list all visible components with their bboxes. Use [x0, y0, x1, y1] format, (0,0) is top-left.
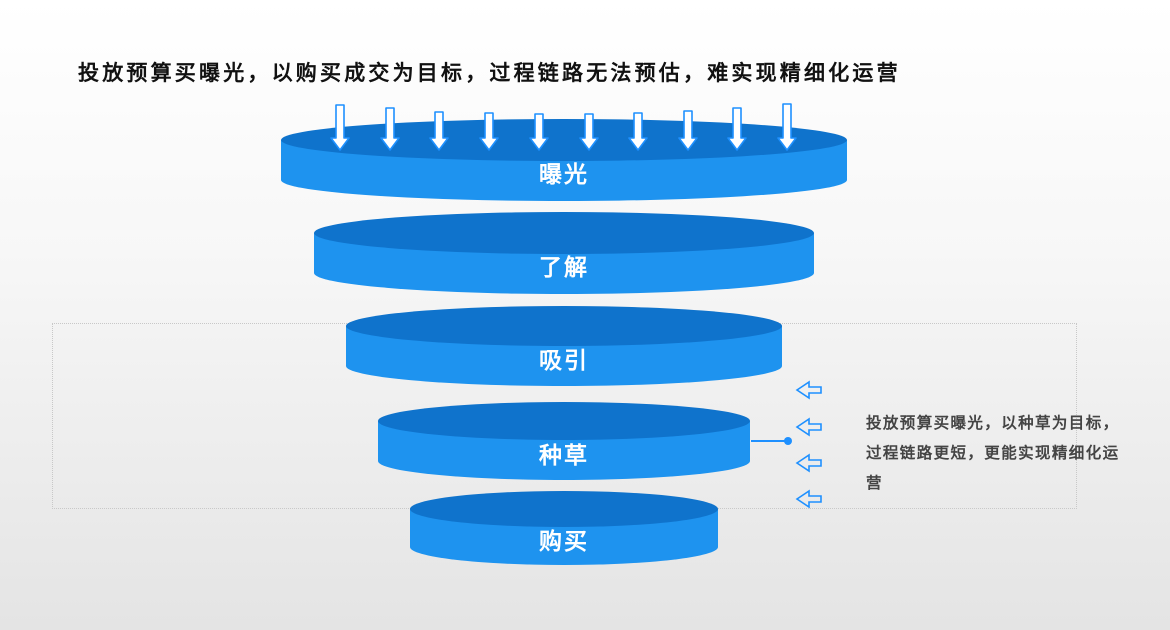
funnel-layer-exposure: 曝光 [281, 119, 847, 201]
page-title: 投放预算买曝光，以购买成交为目标，过程链路无法预估，难实现精细化运营 [78, 61, 901, 85]
funnel-layer-seeding: 种草 [378, 402, 750, 480]
funnel-layer-attraction: 吸引 [346, 306, 782, 386]
down-arrow-icon [479, 112, 499, 151]
down-arrow-icon [330, 104, 350, 151]
down-arrow-icon [628, 112, 648, 151]
down-arrow-icon [429, 111, 449, 151]
down-arrow-icon [380, 107, 400, 151]
connector-dot [784, 437, 792, 445]
down-arrow-icon [678, 110, 698, 151]
down-arrow-icon [529, 113, 549, 151]
funnel-layer-label: 曝光 [539, 162, 589, 188]
down-arrow-icon [777, 103, 797, 151]
funnel-layer-awareness: 了解 [314, 212, 814, 294]
funnel-layer-top [410, 491, 718, 527]
side-annotation: 投放预算买曝光，以种草为目标，过程链路更短，更能实现精细化运营 [866, 414, 1120, 492]
funnel-layer-label: 了解 [539, 254, 589, 281]
left-arrow-icon [795, 453, 822, 473]
down-arrow-icon [727, 107, 747, 151]
funnel-layer-top [378, 402, 750, 440]
funnel-layer-label: 吸引 [539, 348, 589, 374]
funnel-layer-label: 种草 [538, 443, 589, 469]
left-arrow-icon [795, 489, 822, 509]
left-arrow-icon [795, 380, 822, 400]
down-arrow-icon [579, 113, 599, 151]
left-arrow-icon [795, 417, 822, 437]
funnel-layer-top [346, 306, 782, 346]
funnel-layer-top [314, 212, 814, 254]
funnel-layer-label: 购买 [539, 529, 589, 555]
funnel-layer-top [281, 119, 847, 161]
funnel-layer-purchase: 购买 [410, 491, 718, 565]
